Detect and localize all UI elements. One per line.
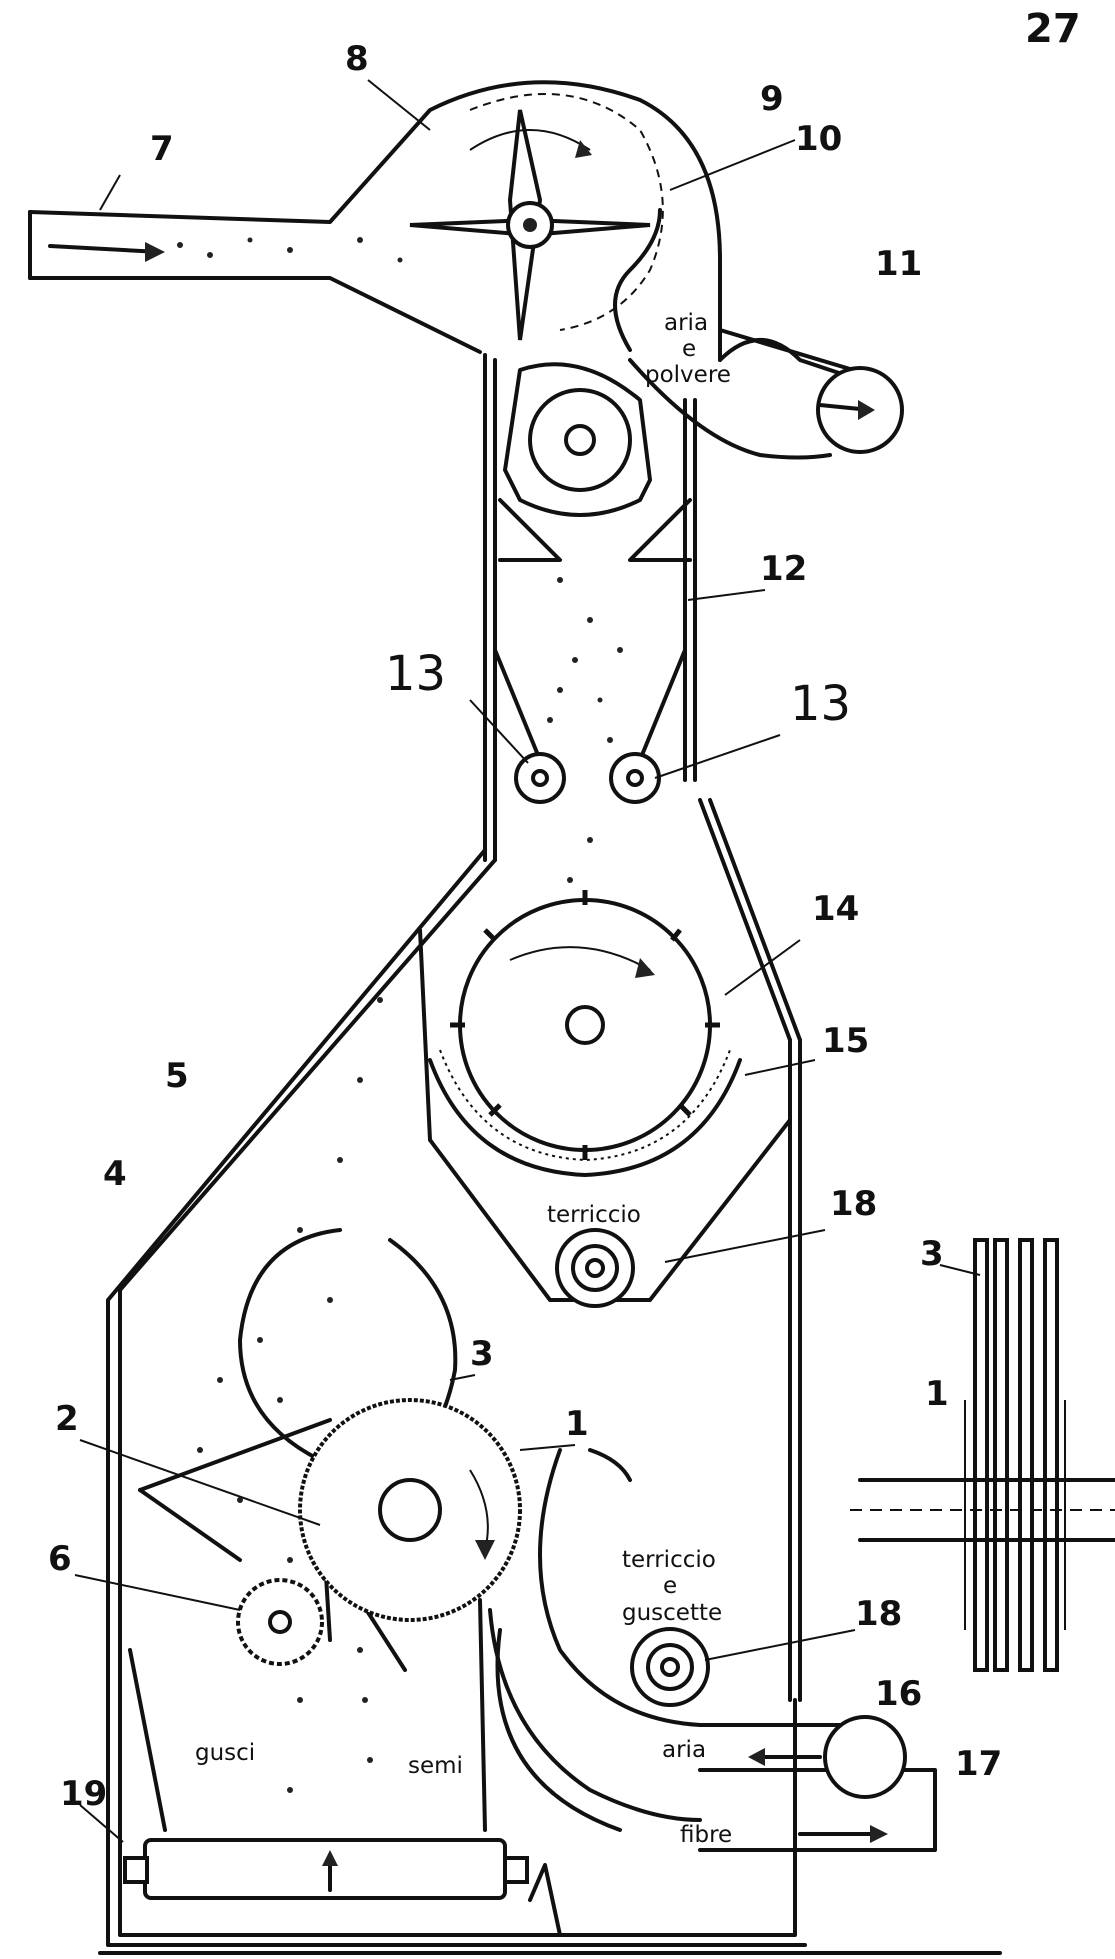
callout-4: 4: [103, 1154, 127, 1194]
callout-13-left: 13: [385, 646, 446, 702]
callout-9: 9: [760, 79, 784, 119]
callout-side-3: 3: [920, 1234, 944, 1274]
label-e-bottom: e: [663, 1573, 677, 1599]
callout-19: 19: [60, 1774, 107, 1814]
beater-rotor: [409, 109, 651, 341]
callout-3: 3: [470, 1334, 494, 1374]
callout-5: 5: [165, 1056, 189, 1096]
cleaning-drum: [418, 890, 792, 1308]
callout-7: 7: [150, 129, 174, 169]
callout-14: 14: [812, 889, 859, 929]
machine-body: [98, 798, 1002, 1955]
callout-18-top: 18: [830, 1184, 877, 1224]
callout-18-bottom: 18: [855, 1594, 902, 1634]
label-terriccio-top: terriccio: [547, 1202, 641, 1228]
label-semi: semi: [408, 1753, 463, 1779]
label-polvere: polvere: [645, 362, 731, 388]
callout-13-right: 13: [790, 676, 851, 732]
gin-saws: [123, 1228, 937, 1937]
callout-16: 16: [875, 1674, 922, 1714]
label-guscette: guscette: [622, 1600, 722, 1626]
callout-11: 11: [875, 244, 922, 284]
leader-lines: [74, 79, 981, 1843]
callout-1: 1: [565, 1404, 589, 1444]
callout-17: 17: [955, 1744, 1002, 1784]
label-fibre: fibre: [680, 1822, 732, 1848]
label-gusci: gusci: [195, 1740, 255, 1766]
page-number: 27: [1025, 6, 1081, 52]
callout-15: 15: [822, 1021, 869, 1061]
saw-stack-side-view: [850, 1238, 1115, 1672]
label-terriccio-bottom: terriccio: [622, 1547, 716, 1573]
label-aria: aria: [664, 310, 708, 336]
top-housing: [469, 93, 904, 460]
inlet-duct: [28, 80, 722, 362]
feed-column: [483, 353, 697, 862]
callout-12: 12: [760, 549, 807, 589]
callout-6: 6: [48, 1539, 72, 1579]
label-e: e: [682, 336, 696, 362]
label-aria-bottom: aria: [662, 1737, 706, 1763]
callout-2: 2: [55, 1399, 79, 1439]
callout-side-1: 1: [925, 1374, 949, 1414]
callout-10: 10: [795, 119, 842, 159]
callout-8: 8: [345, 39, 369, 79]
